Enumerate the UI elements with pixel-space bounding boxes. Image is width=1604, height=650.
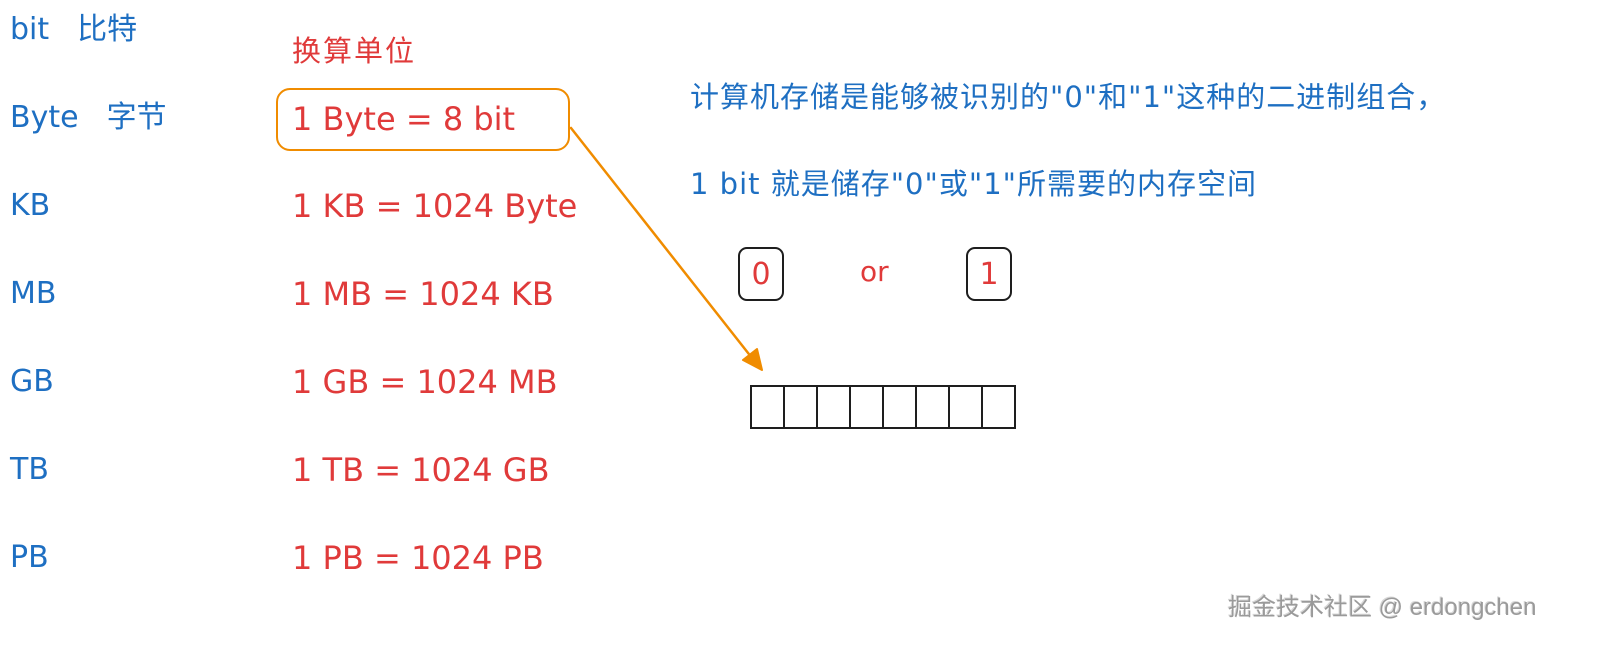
unit-abbr: GB	[10, 364, 54, 399]
unit-abbr: PB	[10, 540, 49, 575]
highlight-box	[276, 88, 570, 151]
conversion-kb-byte: 1 KB = 1024 Byte	[292, 187, 578, 225]
conversion-gb-mb: 1 GB = 1024 MB	[292, 363, 558, 401]
bit-value-zero-box: 0	[738, 247, 784, 301]
unit-label-pb: PB	[10, 540, 49, 576]
byte-cells	[750, 385, 1016, 429]
unit-abbr: KB	[10, 188, 51, 223]
or-label: or	[860, 255, 889, 288]
conversion-pb-pb: 1 PB = 1024 PB	[292, 539, 544, 577]
unit-label-kb: KB	[10, 188, 50, 224]
conversion-title: 换算单位	[292, 34, 417, 68]
bit-cell	[948, 385, 983, 429]
unit-label-tb: TB	[10, 452, 49, 488]
bit-value-one: 1	[979, 256, 999, 292]
unit-label-mb: MB	[10, 276, 56, 312]
unit-abbr: bit	[10, 12, 50, 47]
bit-cell	[849, 385, 884, 429]
conversion-mb-kb: 1 MB = 1024 KB	[292, 275, 554, 313]
conversion-byte-bit: 1 Byte = 8 bit	[292, 100, 516, 138]
bit-cell	[816, 385, 851, 429]
unit-abbr: MB	[10, 276, 57, 311]
bit-cell	[915, 385, 950, 429]
bit-cell	[981, 385, 1016, 429]
unit-cn-name: 字节	[106, 100, 167, 135]
description-line-2: 1 bit 就是储存"0"或"1"所需要的内存空间	[690, 167, 1257, 201]
description-line-1: 计算机存储是能够被识别的"0"和"1"这种的二进制组合，	[690, 80, 1447, 114]
bit-value-zero: 0	[751, 256, 771, 292]
unit-abbr: TB	[10, 452, 49, 487]
bit-cell	[882, 385, 917, 429]
unit-label-gb: GB	[10, 364, 54, 400]
conversion-tb-gb: 1 TB = 1024 GB	[292, 451, 550, 489]
bit-value-one-box: 1	[966, 247, 1012, 301]
watermark: 掘金技术社区 @ erdongchen	[1228, 594, 1537, 621]
unit-label-byte: Byte 字节	[10, 100, 167, 136]
unit-label-bit: bit 比特	[10, 12, 137, 48]
unit-cn-name: 比特	[77, 12, 138, 47]
unit-abbr: Byte	[10, 100, 79, 135]
bit-cell	[750, 385, 785, 429]
bit-cell	[783, 385, 818, 429]
